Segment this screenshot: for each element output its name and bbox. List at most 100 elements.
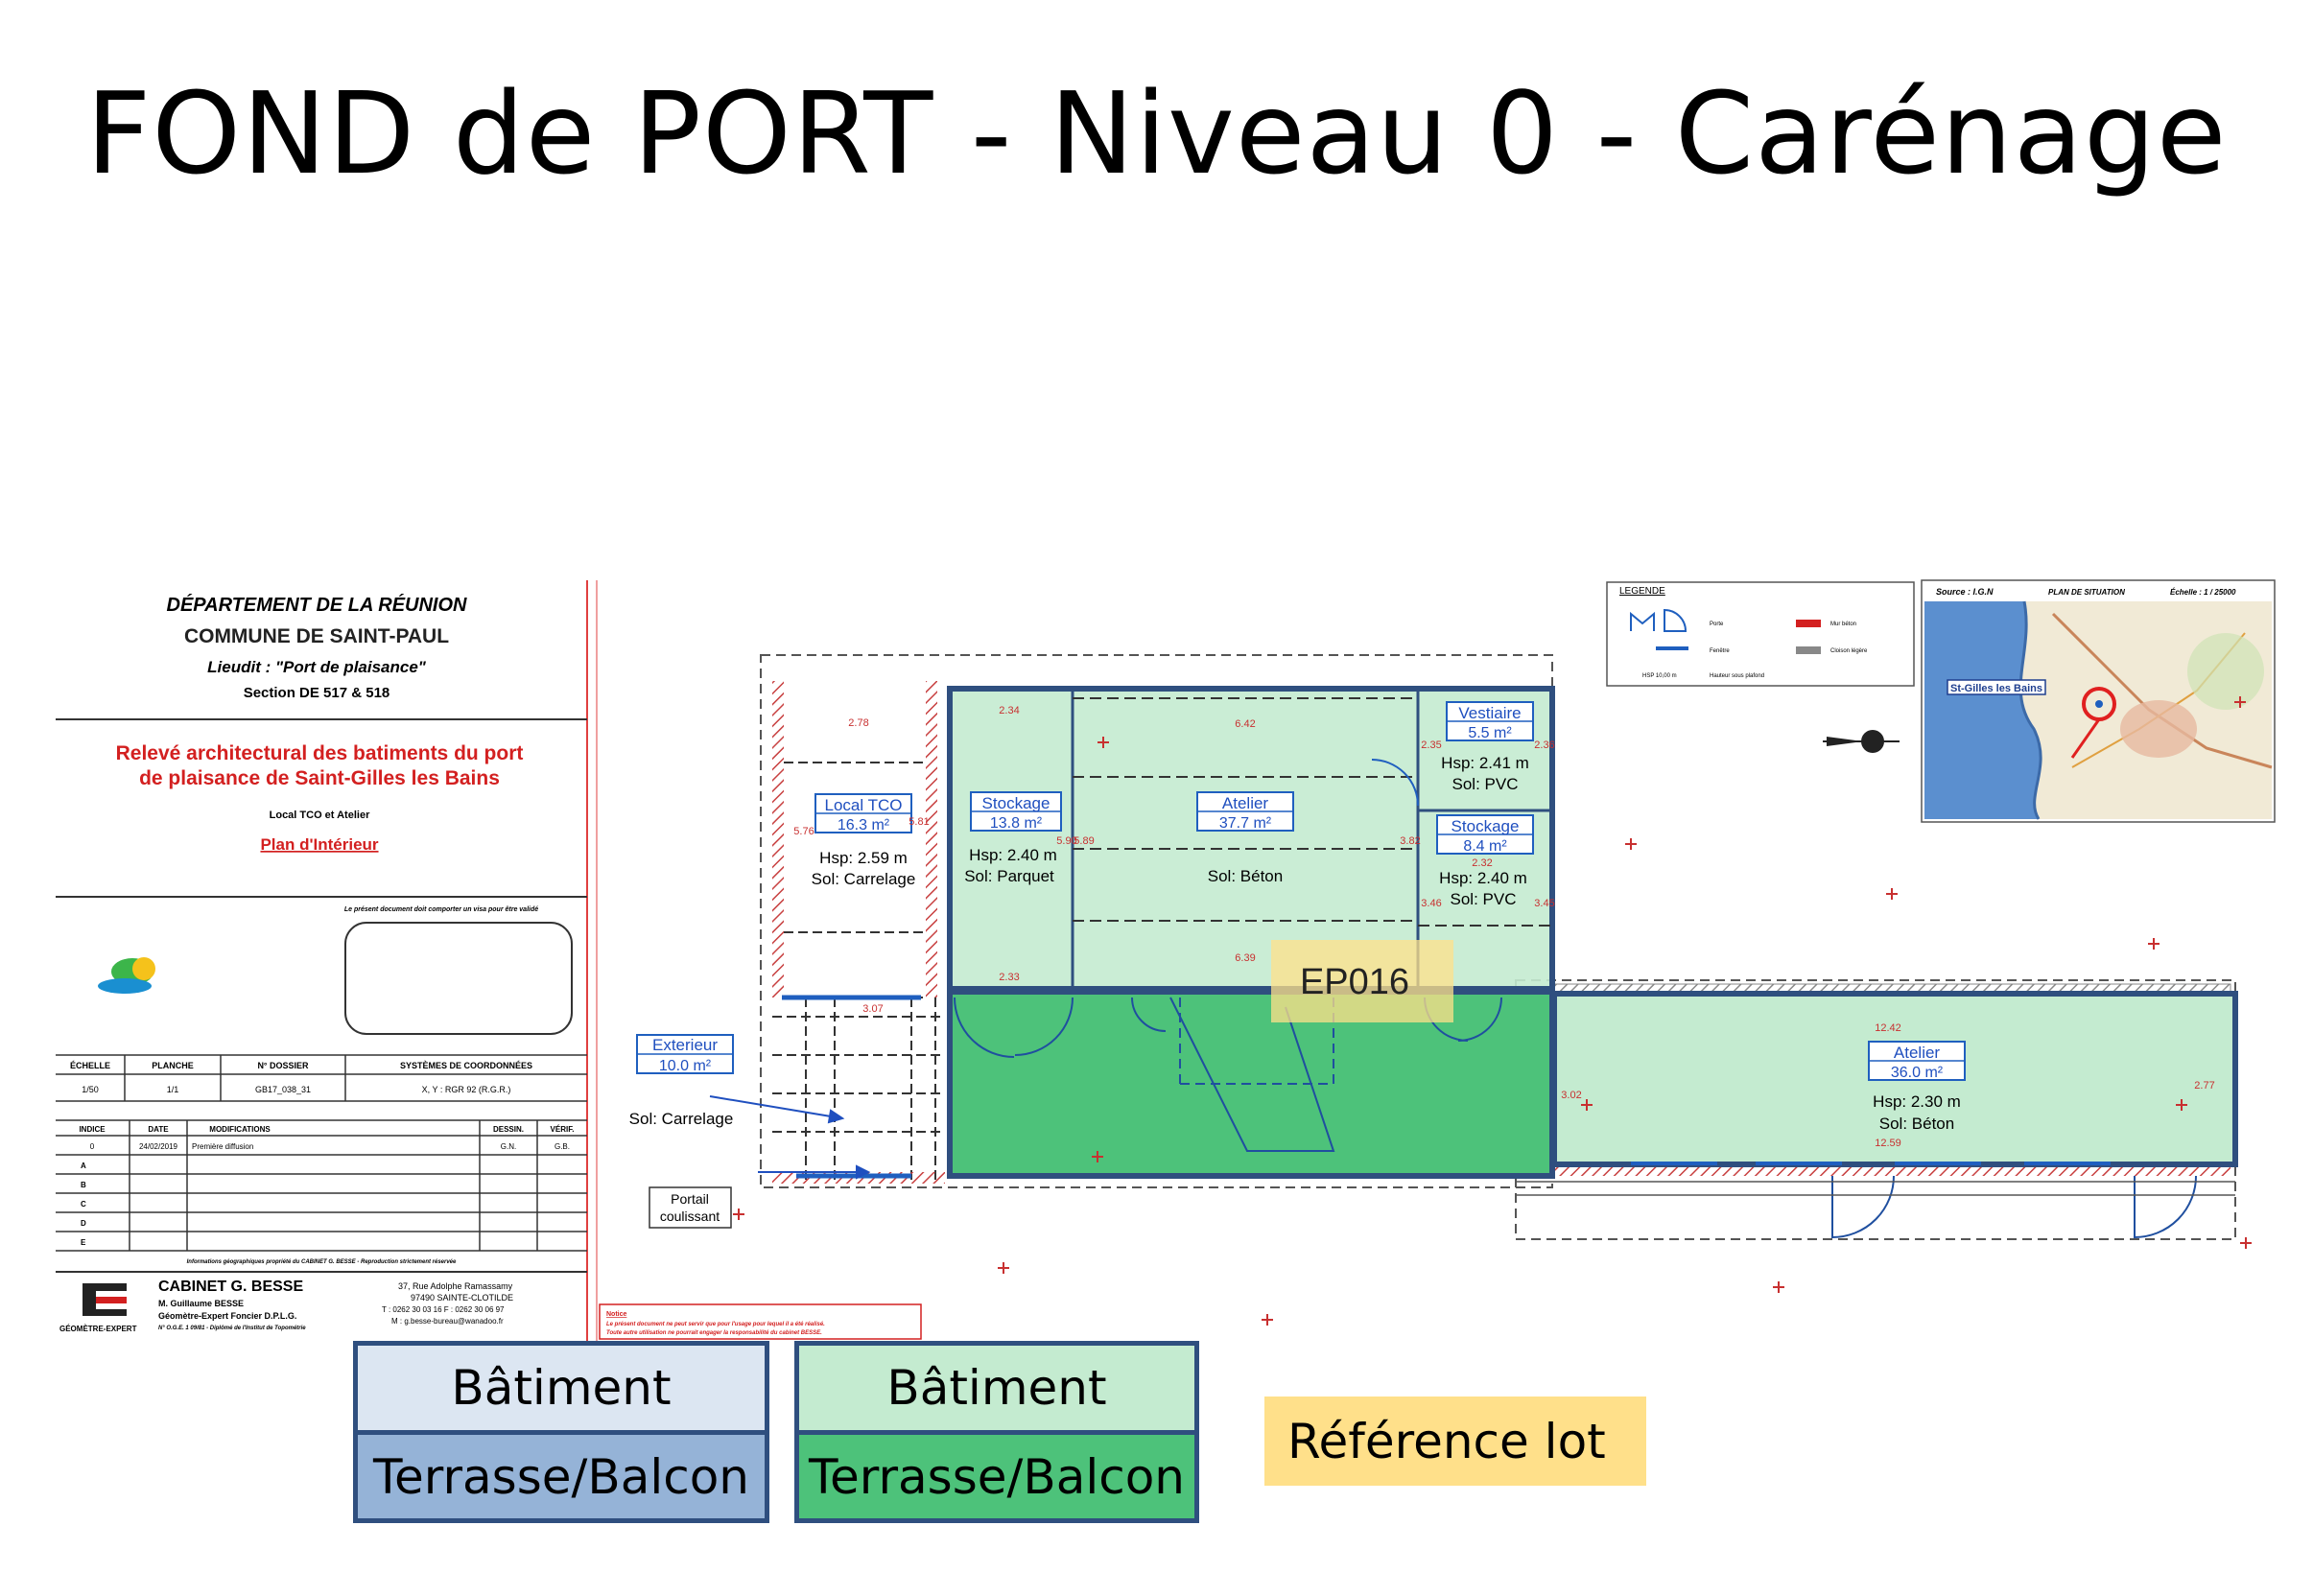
table-value-2: GB17_038_31 xyxy=(255,1085,311,1094)
rev-letter-d: D xyxy=(81,1219,86,1228)
rev-row-3: G.N. xyxy=(501,1142,516,1151)
dim-16: 3.45 xyxy=(1534,898,1554,909)
map-place-label-box xyxy=(1947,679,2046,695)
drawing-legend-item-4: Cloison légère xyxy=(1830,648,1868,654)
legend-batiment-blue: Bâtiment xyxy=(353,1341,769,1435)
dim-9: 2.77 xyxy=(2194,1080,2214,1091)
dim-15: 3.46 xyxy=(1421,898,1441,909)
cabinet-address-3: T : 0262 30 03 16 F : 0262 30 06 97 xyxy=(382,1305,505,1314)
room-atelier-1-area: 37.7 m² xyxy=(1219,815,1272,832)
room-vestiaire-name: Vestiaire xyxy=(1458,704,1521,722)
dim-19: 5.76 xyxy=(793,826,814,837)
table-header-2: N° DOSSIER xyxy=(257,1061,309,1070)
dim-5: 3.07 xyxy=(862,1003,883,1015)
dim-1: 2.34 xyxy=(999,705,1019,716)
door-symbol-icon xyxy=(1630,611,1655,631)
room-stockage-2-hsp: Hsp: 2.40 m xyxy=(1439,869,1527,887)
portail-label-box xyxy=(649,1186,732,1229)
cartouche-department: DÉPARTEMENT DE LA RÉUNION xyxy=(167,594,468,616)
table-value-1: 1/1 xyxy=(167,1085,179,1094)
plan-outline-dashed xyxy=(760,654,1553,1188)
cartouche-visa-note: Le présent document doit comporter un vi… xyxy=(344,906,538,913)
room-local-tco-name: Local TCO xyxy=(825,796,903,814)
dim-13: 5.89 xyxy=(1074,835,1094,847)
map-coastline xyxy=(2018,600,2042,820)
north-arrow-icon xyxy=(1823,730,1900,753)
rev-letter-c: C xyxy=(81,1200,86,1209)
room-atelier-2-area: 36.0 m² xyxy=(1891,1065,1944,1081)
rev-row-2: Première diffusion xyxy=(192,1142,253,1151)
cartouche-releve-2: de plaisance de Saint-Gilles les Bains xyxy=(139,767,500,789)
situation-map: Source : I.G.N PLAN DE SITUATION Échelle… xyxy=(1921,579,2276,823)
cartouche-local: Local TCO et Atelier xyxy=(270,810,370,821)
exterieur-name: Exterieur xyxy=(652,1036,718,1054)
cabinet-name: CABINET G. BESSE xyxy=(158,1279,303,1295)
dim-10: 2.32 xyxy=(1472,857,1492,869)
rev-header-1: DATE xyxy=(148,1125,169,1134)
cartouche-table xyxy=(56,1054,587,1252)
room-stockage-2-name: Stockage xyxy=(1452,817,1520,835)
exterieur-arrows xyxy=(709,1095,871,1180)
rev-header-2: MODIFICATIONS xyxy=(209,1125,271,1134)
cartouche-plan: Plan d'Intérieur xyxy=(260,835,378,854)
table-header-0: ÉCHELLE xyxy=(70,1061,110,1070)
reference-lot-marker xyxy=(1271,940,1453,1022)
dim-4: 6.39 xyxy=(1235,952,1255,964)
map-town xyxy=(2120,700,2197,758)
drawing-legend-item-0: Porte xyxy=(1710,622,1724,627)
drawing-legend-item-3: Mur béton xyxy=(1830,622,1856,627)
rev-header-3: DESSIN. xyxy=(493,1125,524,1134)
floor-plan: Local TCO 16.3 m² Hsp: 2.59 m Sol: Carre… xyxy=(599,654,2252,1340)
rev-letter-a: A xyxy=(81,1162,86,1170)
table-header-3: SYSTÈMES DE COORDONNÉES xyxy=(400,1061,532,1070)
table-value-3: X, Y : RGR 92 (R.G.R.) xyxy=(422,1085,511,1094)
rev-row-4: G.B. xyxy=(555,1142,570,1151)
cartouche-commune: COMMUNE DE SAINT-PAUL xyxy=(184,625,449,647)
cabinet-sub-1: M. Guillaume BESSE xyxy=(158,1299,244,1308)
dimension-labels: 2.78 2.34 6.42 2.33 6.39 3.07 12.42 12.5… xyxy=(793,705,2214,1149)
map-vegetation xyxy=(2187,633,2264,710)
cabinet-logo-icon xyxy=(83,1283,127,1316)
situation-label: PLAN DE SITUATION xyxy=(2048,588,2125,597)
dim-12: 5.90 xyxy=(1056,835,1076,847)
drawing-legend-item-2: HSP 10,00 m xyxy=(1642,673,1677,679)
room-atelier-1-sol: Sol: Béton xyxy=(1208,867,1283,885)
map-place-label: St-Gilles les Bains xyxy=(1950,683,2042,694)
room-stockage-1-hsp: Hsp: 2.40 m xyxy=(969,846,1057,864)
room-vestiaire-hsp: Hsp: 2.41 m xyxy=(1441,754,1529,772)
portail-line-1: Portail xyxy=(671,1191,709,1207)
rev-header-0: INDICE xyxy=(79,1125,106,1134)
room-vestiaire-area: 5.5 m² xyxy=(1468,725,1512,741)
concrete-wall-symbol-icon xyxy=(1796,620,1821,627)
room-local-tco-sol: Sol: Carrelage xyxy=(812,870,916,888)
terrasse-dashed-lines xyxy=(1179,998,1334,1085)
dim-6: 12.42 xyxy=(1875,1022,1901,1034)
notice-line-1: Notice xyxy=(606,1311,627,1318)
room-local-tco-hsp: Hsp: 2.59 m xyxy=(819,849,908,867)
exterieur-area: 10.0 m² xyxy=(659,1058,712,1074)
drawing-legend: LEGENDE Porte Fenêtre HSP 10,00 m Mur bé… xyxy=(1606,581,1915,687)
room-stockage-1-name: Stockage xyxy=(982,794,1050,812)
drawing-legend-title: LEGENDE xyxy=(1619,586,1665,597)
dim-17: 2.35 xyxy=(1421,739,1441,751)
legend-terrasse-green: Terrasse/Balcon xyxy=(794,1430,1199,1523)
cabinet-logo-text: GÉOMÈTRE-EXPERT xyxy=(59,1325,137,1333)
notice-line-3: Toute autre utilisation ne pourrait enga… xyxy=(606,1330,822,1336)
dim-0: 2.78 xyxy=(848,717,868,729)
door-swing-vestiaire-icon xyxy=(1371,759,1419,807)
table-header-1: PLANCHE xyxy=(152,1061,194,1070)
door-swing-icon xyxy=(1664,608,1688,632)
room-atelier-2-hsp: Hsp: 2.30 m xyxy=(1873,1092,1961,1111)
notice-box xyxy=(599,1303,922,1340)
cartouche-lieudit: Lieudit : "Port de plaisance" xyxy=(207,658,427,676)
cabinet-address-4: M : g.besse-bureau@wanadoo.fr xyxy=(391,1317,504,1326)
cartouche-visa-box xyxy=(344,922,573,1035)
rev-row-0: 0 xyxy=(90,1142,95,1151)
dim-14: 3.82 xyxy=(1400,835,1420,847)
room-local-tco-area: 16.3 m² xyxy=(838,817,890,833)
map-marker-pointer xyxy=(2070,718,2101,759)
exterieur-sol: Sol: Carrelage xyxy=(629,1110,734,1128)
legend-reference-lot: Référence lot xyxy=(1264,1396,1646,1486)
